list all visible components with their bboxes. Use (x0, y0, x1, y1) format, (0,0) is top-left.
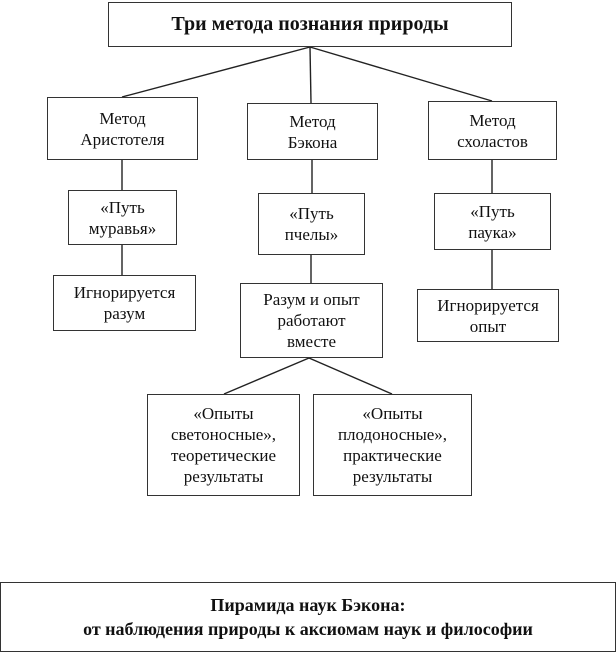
path-spider: «Путь паука» (434, 193, 551, 250)
connector-bacon-light (223, 357, 310, 395)
method-scholastics: Метод схоластов (428, 101, 557, 160)
connector-title-aristotle (121, 46, 311, 98)
connector-title-scholastics (309, 46, 493, 102)
method-bacon-label: Метод Бэкона (287, 111, 338, 152)
connector-title-bacon (309, 46, 312, 104)
diagram-title-text: Три метода познания природы (171, 13, 449, 35)
pyramid-caption-line2: от наблюдения природы к аксиомам наук и … (83, 619, 533, 639)
result-aristotle-label: Игнорируется разум (73, 283, 176, 323)
path-ant: «Путь муравья» (68, 190, 177, 245)
result-scholastics: Игнорируется опыт (417, 289, 559, 342)
connector-bacon-fruit (308, 357, 393, 395)
path-spider-label: «Путь паука» (468, 201, 517, 242)
experiments-light: «Опыты светоносные», теоретические резул… (147, 394, 300, 496)
result-aristotle: Игнорируется разум (53, 275, 196, 331)
experiments-light-label: «Опыты светоносные», теоретические резул… (170, 404, 277, 486)
experiments-fruit: «Опыты плодоносные», практические резуль… (313, 394, 472, 496)
method-scholastics-label: Метод схоластов (457, 110, 528, 151)
result-bacon: Разум и опыт работают вместе (240, 283, 383, 358)
result-scholastics-label: Игнорируется опыт (437, 295, 539, 336)
method-aristotle: Метод Аристотеля (47, 97, 198, 160)
method-bacon: Метод Бэкона (247, 103, 378, 160)
experiments-fruit-label: «Опыты плодоносные», практические резуль… (337, 404, 448, 486)
pyramid-caption: Пирамида наук Бэкона: от наблюдения прир… (0, 582, 616, 652)
path-ant-label: «Путь муравья» (88, 197, 157, 238)
method-aristotle-label: Метод Аристотеля (80, 108, 165, 149)
path-bee-label: «Путь пчелы» (284, 204, 339, 244)
diagram-title: Три метода познания природы (108, 2, 512, 47)
path-bee: «Путь пчелы» (258, 193, 365, 255)
result-bacon-label: Разум и опыт работают вместе (263, 290, 360, 351)
pyramid-caption-line1: Пирамида наук Бэкона: (210, 595, 406, 615)
